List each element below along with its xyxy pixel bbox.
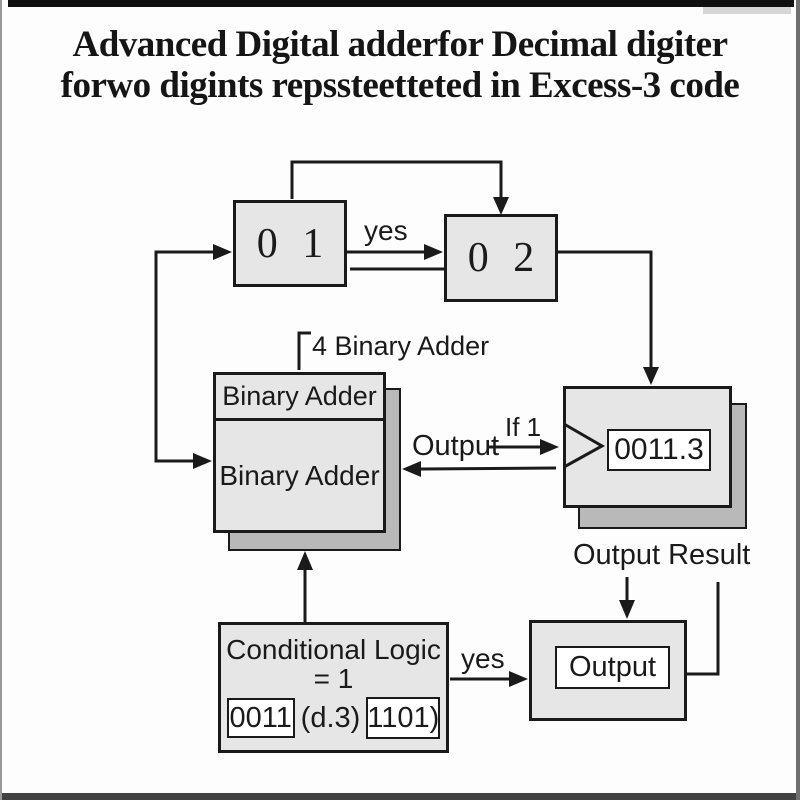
- arrowhead-into-output-top: [619, 600, 635, 619]
- arrowhead-into-adder-right: [402, 461, 421, 477]
- comparator-value-field: 0011.3: [607, 429, 711, 471]
- arrowhead-into-digit1: [213, 244, 232, 260]
- conditional-logic-line2: = 1: [313, 663, 354, 694]
- top-border-bar: [8, 0, 794, 7]
- wire-digit2-comparator: [558, 250, 653, 367]
- comparator-value: 0011.3: [614, 433, 704, 466]
- title-line-2: forwo digints repssteetteted in Excess-3…: [60, 65, 740, 106]
- wire-comparator-adder: [420, 466, 557, 471]
- title-line-1: Advanced Digital adderfor Decimal digite…: [72, 24, 728, 65]
- output-value: Output: [568, 651, 657, 683]
- wire-output-elbow: [687, 582, 720, 676]
- conditional-operands-row: 0011 (d.3) 1101): [226, 697, 441, 739]
- arrowhead-into-adder-bottom: [297, 551, 313, 570]
- yes-label-top: yes: [364, 215, 408, 246]
- operand2-field: 1101): [366, 697, 441, 739]
- arrowhead-into-digit2-top: [493, 197, 509, 215]
- digit1-label: 0 1: [256, 220, 324, 267]
- arrowhead-into-output-left: [509, 671, 528, 687]
- output-edge-label: Output: [412, 430, 500, 462]
- operand1-value: 0011: [229, 701, 292, 734]
- if1-label: If 1: [505, 412, 542, 442]
- digit2-box: 0 2: [444, 214, 558, 302]
- arrowhead-into-digit2-left: [424, 244, 443, 260]
- conditional-logic-box: Conditional Logic = 1 0011 (d.3) 1101): [218, 622, 449, 753]
- digit2-label: 0 2: [467, 235, 535, 281]
- binary-adder-header: Binary Adder: [216, 375, 383, 421]
- output-result-label: Output Result: [573, 539, 751, 571]
- caption-bracket: [297, 331, 311, 370]
- arrowhead-if1: [540, 439, 559, 455]
- output-value-field: Output: [555, 646, 670, 689]
- left-border-line: [0, 0, 2, 800]
- wire-left-branch: [154, 250, 214, 463]
- adder-caption-label: 4 Binary Adder: [312, 331, 490, 361]
- output-box: Output: [529, 620, 687, 721]
- arrowhead-into-comparator-top: [643, 367, 659, 385]
- operator-label: (d.3): [300, 701, 361, 734]
- comparator-box: 0011.3: [563, 386, 732, 508]
- right-border-line: [796, 0, 800, 800]
- operand1-field: 0011: [226, 698, 295, 738]
- page-title: Advanced Digital adderfor Decimal digite…: [0, 24, 800, 106]
- arrowhead-into-adder-left: [193, 453, 212, 469]
- bottom-border-bar: [0, 793, 800, 800]
- digit1-box: 0 1: [233, 200, 347, 287]
- binary-adder-body: Binary Adder: [219, 459, 380, 491]
- operand2-value: 1101): [367, 701, 440, 734]
- binary-adder-box: Binary Adder Binary Adder: [213, 372, 386, 533]
- yes-label-bottom: yes: [461, 643, 505, 674]
- conditional-logic-line1: Conditional Logic: [226, 634, 441, 665]
